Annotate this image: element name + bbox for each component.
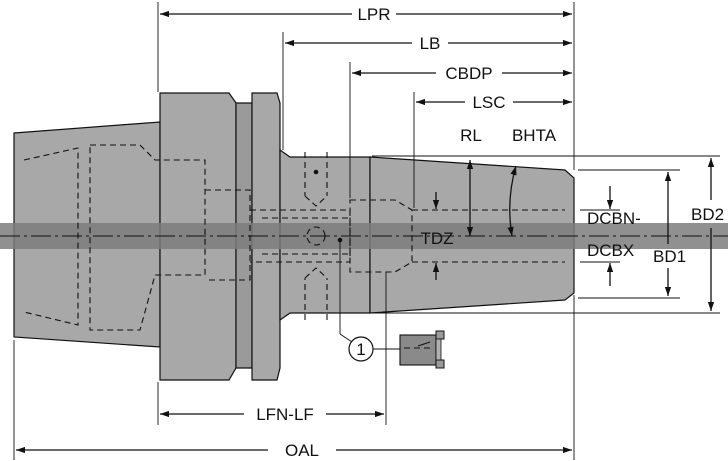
label-dcbn-dcbx-line1: DCBN-	[587, 209, 641, 228]
label-cbdp: CBDP	[445, 64, 492, 83]
label-oal: OAL	[285, 441, 319, 460]
label-bhta: BHTA	[512, 126, 557, 145]
label-dcbn-dcbx-line2: DCBX	[587, 241, 634, 260]
screw-mark-center	[337, 237, 343, 243]
label-lb: LB	[420, 34, 441, 53]
label-bd2: BD2	[691, 205, 724, 224]
screw-mark-upper	[313, 169, 319, 175]
label-bd1: BD1	[653, 247, 686, 266]
label-rl: RL	[460, 126, 482, 145]
label-lfn-lf: LFN-LF	[256, 405, 314, 424]
extension-lines	[13, 2, 720, 460]
label-lpr: LPR	[357, 5, 390, 24]
hidden-features	[23, 144, 565, 331]
label-tdz: TDZ	[420, 229, 453, 248]
callout-number: 1	[356, 340, 365, 359]
dimension-lines	[16, 10, 715, 454]
label-lsc: LSC	[472, 93, 505, 112]
set-screw-icon	[399, 330, 445, 369]
callout-1: 1	[339, 242, 400, 362]
